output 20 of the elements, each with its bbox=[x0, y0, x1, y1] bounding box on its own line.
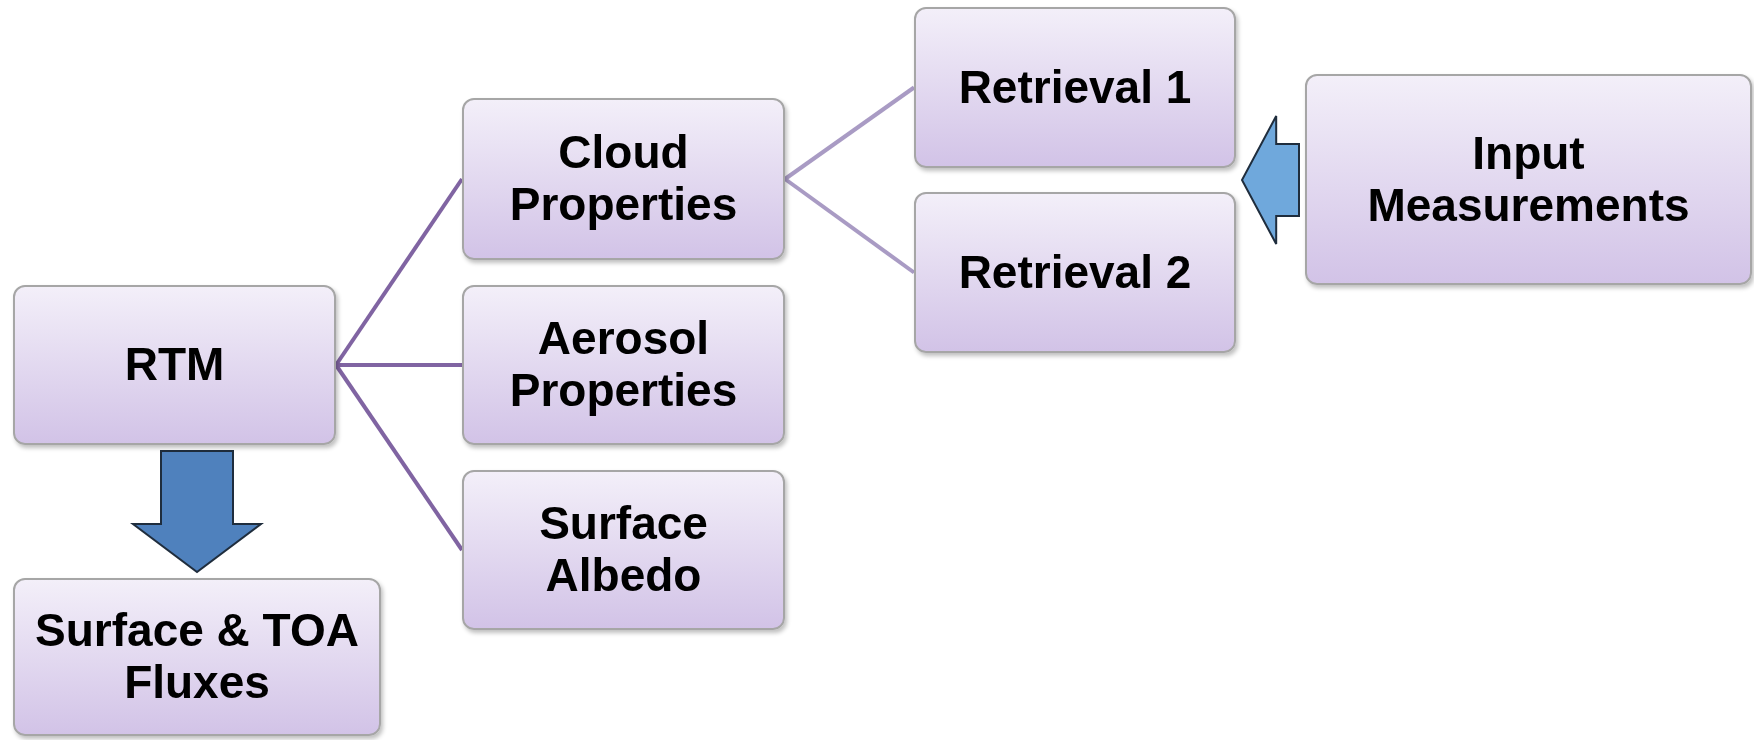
process-box bbox=[914, 7, 1236, 168]
process-box bbox=[13, 285, 336, 445]
process-box bbox=[13, 578, 381, 736]
process-box bbox=[462, 98, 785, 260]
node-label: RTM bbox=[124, 339, 225, 391]
node-label: Surface & TOA Fluxes bbox=[34, 605, 360, 709]
node-label: Cloud Properties bbox=[508, 127, 739, 231]
node-label: Surface Albedo bbox=[538, 498, 709, 602]
process-box bbox=[462, 285, 785, 445]
process-box bbox=[914, 192, 1236, 353]
process-box bbox=[462, 470, 785, 630]
process-box bbox=[1305, 74, 1752, 285]
node-label: Retrieval 2 bbox=[958, 246, 1192, 299]
block-arrow bbox=[130, 450, 264, 574]
connector-line bbox=[783, 85, 916, 181]
node-label: Retrieval 1 bbox=[958, 61, 1192, 114]
node-label: Input Measurements bbox=[1366, 127, 1691, 232]
node-label: Aerosol Properties bbox=[508, 313, 739, 417]
connector-line bbox=[336, 363, 462, 367]
block-arrow bbox=[1240, 115, 1300, 245]
